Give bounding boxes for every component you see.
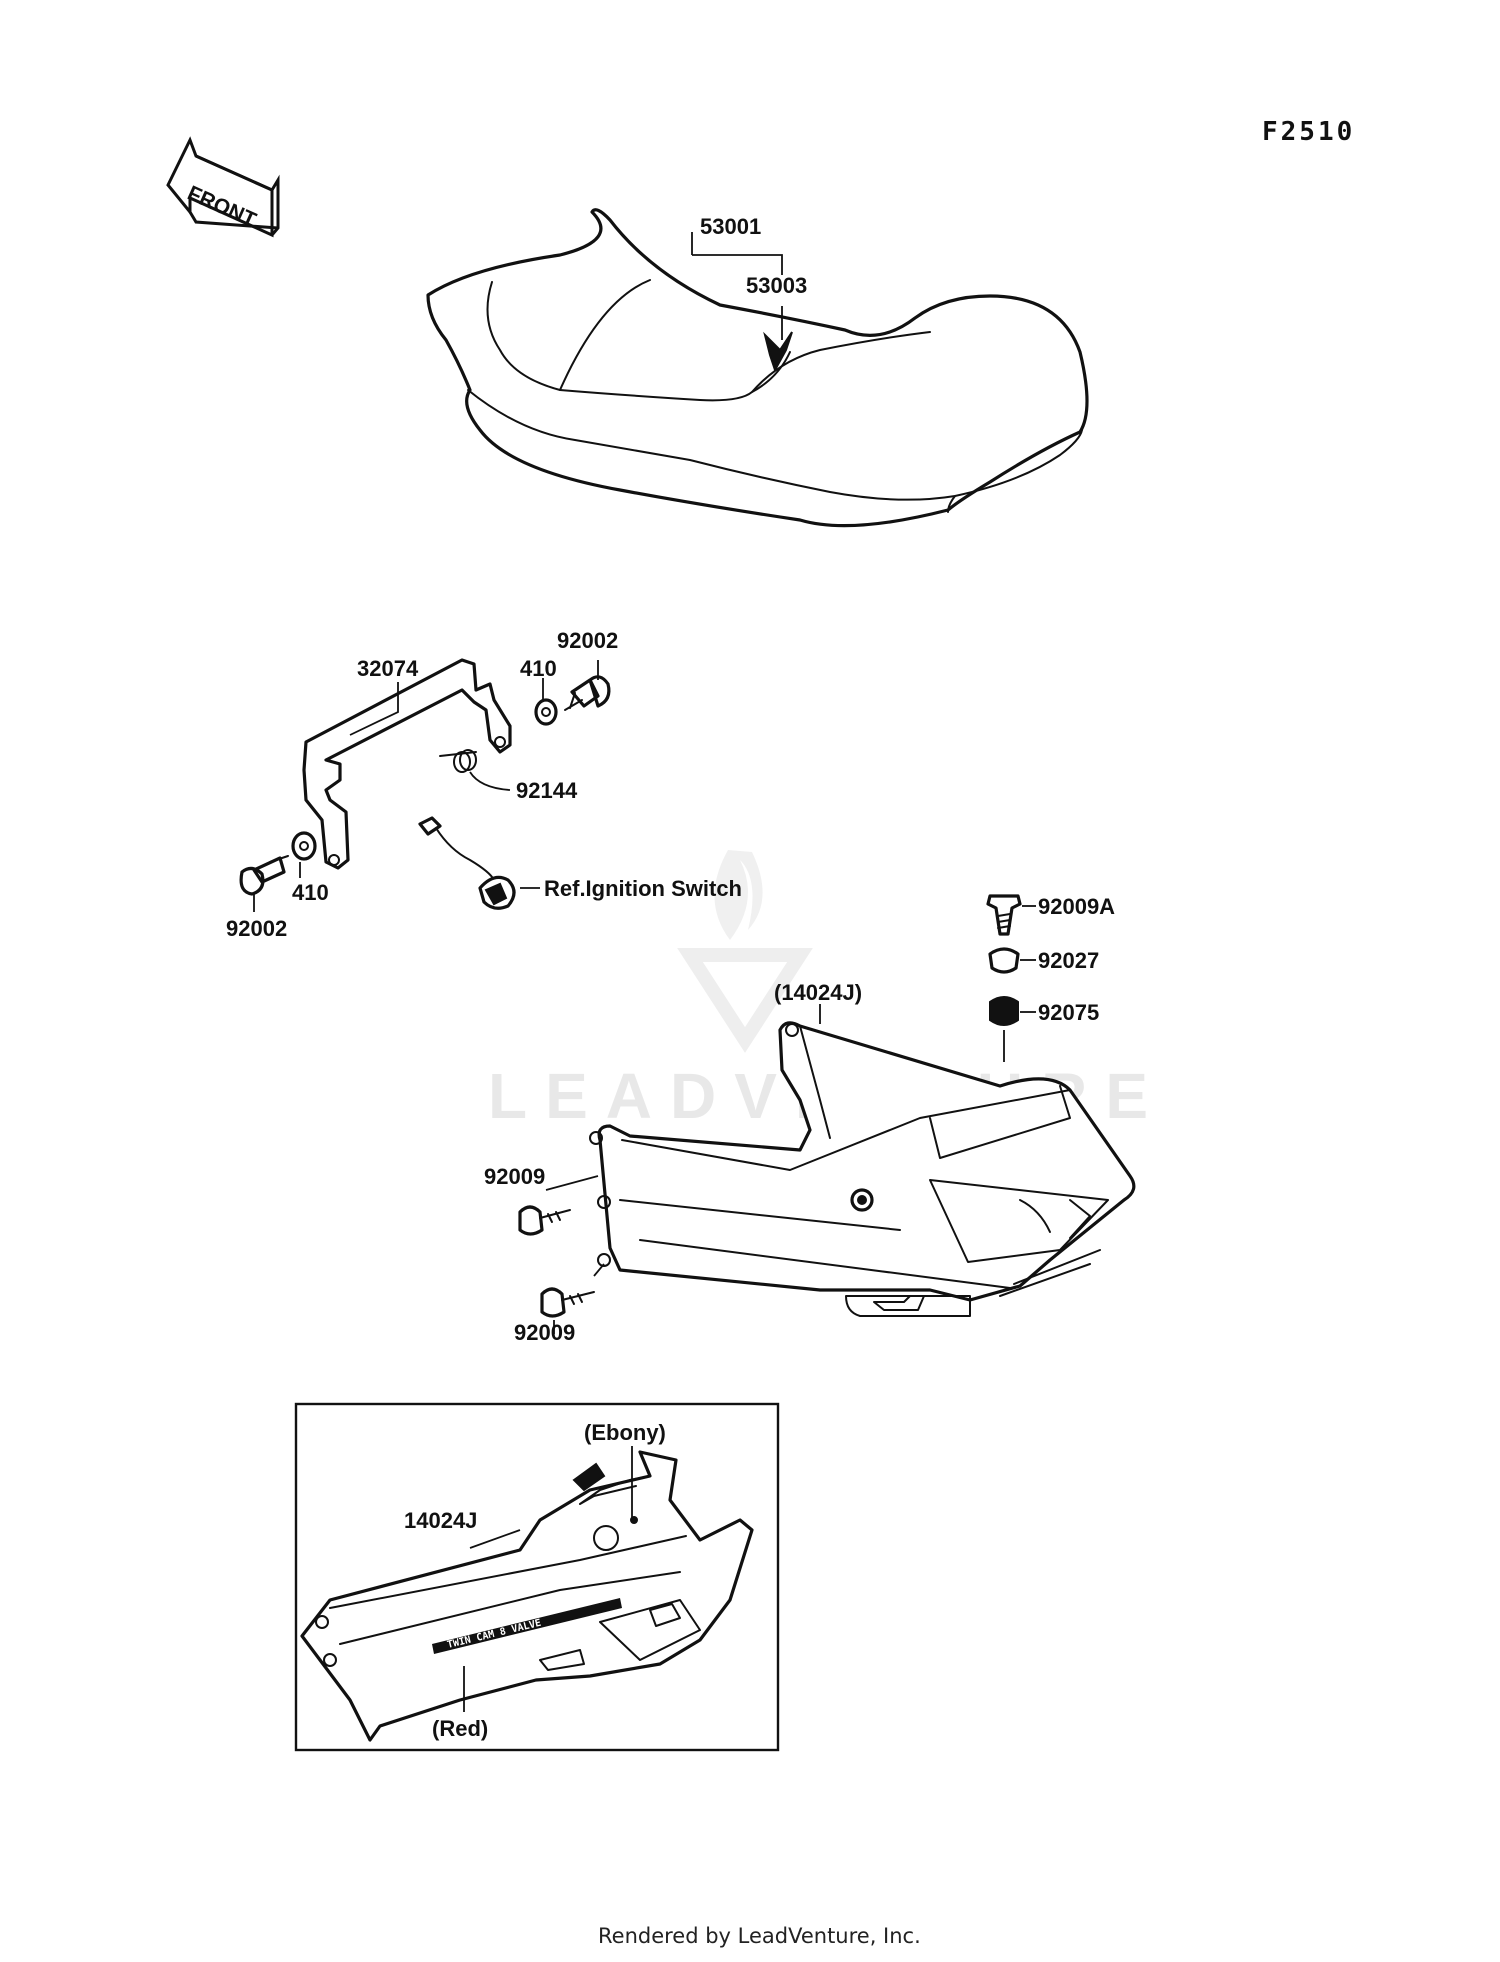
label-bolt-bottom: 92002 <box>226 916 287 941</box>
label-cover-ref: (14024J) <box>774 980 862 1005</box>
spring-icon <box>439 749 511 791</box>
screw-upper-icon <box>518 1205 544 1236</box>
label-seat-cover: 53003 <box>746 273 807 298</box>
label-spring: 92144 <box>516 778 578 803</box>
label-inset-ebony: (Ebony) <box>584 1420 666 1445</box>
label-seat: 53001 <box>700 214 761 239</box>
seat-lock-bracket: 32074 410 92002 92144 410 92002 <box>226 628 742 941</box>
collar-icon <box>988 947 1020 974</box>
label-washer-bottom: 410 <box>292 880 329 905</box>
label-ignition-ref: Ref.Ignition Switch <box>544 876 742 901</box>
seat: 53001 53003 <box>426 208 1089 528</box>
bolt-bottom-icon <box>239 856 286 896</box>
label-inset-cover: 14024J <box>404 1508 477 1533</box>
label-screw-9a: 92009A <box>1038 894 1115 919</box>
label-collar: 92027 <box>1038 948 1099 973</box>
label-screw-upper: 92009 <box>484 1164 545 1189</box>
label-bolt-top: 92002 <box>557 628 618 653</box>
washer-top-icon <box>534 698 558 726</box>
tail-cover: 92009A 92027 92075 (14024J) 92009 <box>484 894 1136 1345</box>
ignition-cable-icon <box>418 816 540 910</box>
footer-credit: Rendered by LeadVenture, Inc. <box>598 1924 921 1948</box>
label-washer-top: 410 <box>520 656 557 681</box>
grommet-icon <box>989 996 1019 1026</box>
screw-lower-icon <box>540 1287 566 1318</box>
label-inset-red: (Red) <box>432 1716 488 1741</box>
label-grommet: 92075 <box>1038 1000 1099 1025</box>
inset-box: TWIN CAM 8 VALVE 14024J (Ebony) (Red) <box>294 1402 780 1752</box>
washer-bottom-icon <box>291 831 317 861</box>
label-bracket: 32074 <box>357 656 419 681</box>
front-arrow-icon: FRONT <box>166 136 280 238</box>
label-screw-lower: 92009 <box>514 1320 575 1345</box>
diagram-code: F2510 <box>1262 117 1355 147</box>
